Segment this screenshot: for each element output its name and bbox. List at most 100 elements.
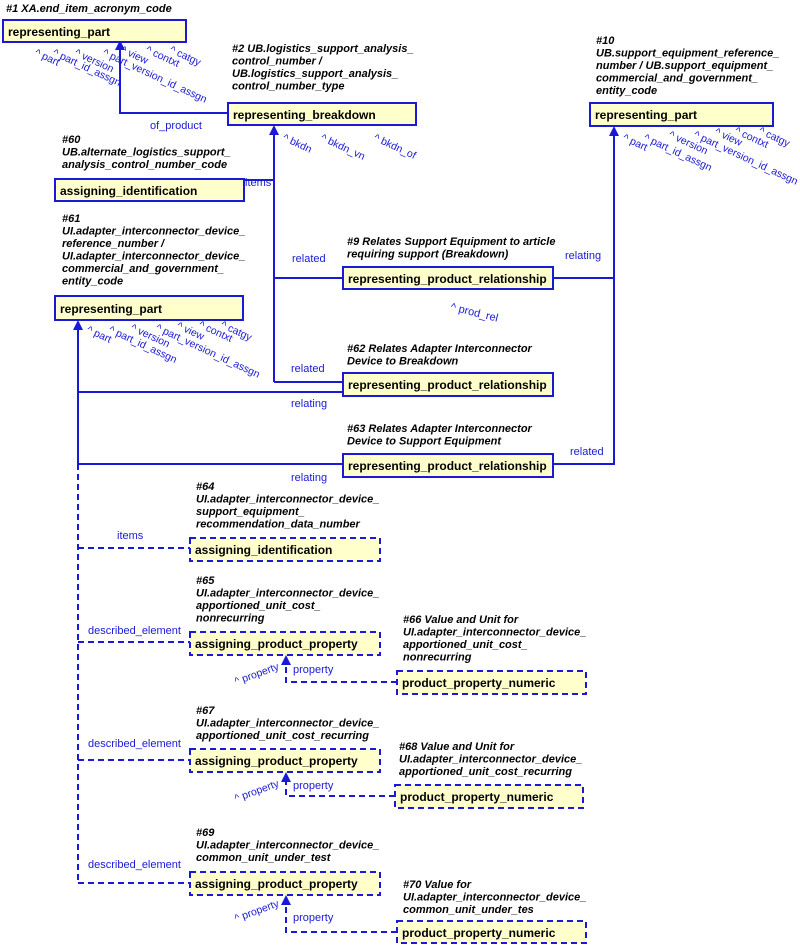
role-items-64: items [117, 530, 144, 542]
property-66-line [285, 663, 397, 683]
note-line: common_unit_under_test [196, 852, 332, 864]
entity-box-rp1[interactable]: representing_part [2, 19, 187, 43]
note-line: UI.adapter_interconnector_device_ [196, 588, 379, 600]
entity-label: assigning_product_property [195, 754, 358, 768]
role-relating-62: relating [291, 398, 327, 410]
entity-label: representing_part [8, 25, 110, 39]
entity-label: assigning_identification [60, 184, 197, 198]
entity-box-app69[interactable]: assigning_product_property [189, 871, 381, 896]
role-relating-9: relating [565, 250, 601, 262]
note-line: entity_code [596, 85, 657, 97]
note-line: commercial_and_government_ [62, 263, 224, 275]
role-items-60: items [245, 177, 272, 189]
entity-box-breakdown[interactable]: representing_breakdown [227, 102, 417, 126]
note-line: #63 Relates Adapter Interconnector [347, 423, 533, 435]
note-line: common_unit_under_tes [403, 904, 534, 916]
of-product-line [119, 48, 228, 114]
box-shape [189, 537, 381, 562]
note-line: nonrecurring [196, 613, 265, 625]
note-line: #10 [596, 35, 615, 47]
box-shape [54, 178, 245, 202]
box-shape [589, 102, 774, 127]
box-shape [189, 871, 381, 896]
entity-box-ppn68[interactable]: product_property_numeric [394, 784, 584, 809]
note-line: commercial_and_government_ [596, 73, 758, 85]
note-line: apportioned_unit_cost_ [403, 639, 528, 651]
attr-property-66: ^ property [233, 660, 281, 687]
box-shape [189, 748, 381, 773]
attr-property-70: ^ property [233, 897, 281, 924]
attr-prod-rel: ^ prod_rel [449, 301, 499, 324]
note-line: UI.adapter_interconnector_device_ [196, 718, 379, 730]
note-line: #65 [196, 575, 215, 587]
role-related-63: related [570, 446, 604, 458]
box-shape [396, 920, 587, 944]
box-shape [54, 295, 244, 321]
property-70-arrowhead [281, 895, 291, 905]
note-1: #1 XA.end_item_acronym_code [6, 3, 172, 15]
role-property-70: property [293, 912, 334, 924]
note-line: UI.adapter_interconnector_device_ [196, 494, 379, 506]
breakdown-arrowhead [269, 125, 279, 135]
entity-box-rpr63[interactable]: representing_product_relationship [342, 453, 554, 478]
note-line: #70 Value for [403, 879, 472, 891]
entity-box-rp61[interactable]: representing_part [54, 295, 244, 321]
related-63-line [553, 278, 615, 465]
property-70-line [285, 903, 397, 933]
entity-label: representing_part [595, 108, 697, 122]
rp61-arrowhead [73, 320, 83, 330]
note-line: #64 [196, 481, 214, 493]
entity-box-ai64[interactable]: assigning_identification [189, 537, 381, 562]
box-shape [342, 266, 554, 290]
entity-box-rpr9[interactable]: representing_product_relationship [342, 266, 554, 290]
notes: #1 XA.end_item_acronym_code #2 UB.logist… [6, 3, 779, 916]
note-line: support_equipment_ [196, 506, 305, 518]
role-property-66: property [293, 664, 334, 676]
note-line: #66 Value and Unit for [403, 614, 519, 626]
entity-box-ppn70[interactable]: product_property_numeric [396, 920, 587, 944]
entity-label: representing_breakdown [233, 108, 376, 122]
note-line: #62 Relates Adapter Interconnector [347, 343, 533, 355]
entity-label: product_property_numeric [402, 676, 556, 690]
note-line: UI.adapter_interconnector_device_ [403, 892, 586, 904]
note-line: #1 XA.end_item_acronym_code [6, 3, 172, 15]
entity-label: product_property_numeric [402, 926, 556, 940]
entity-label: representing_part [60, 302, 162, 316]
note-line: apportioned_unit_cost_recurring [196, 730, 369, 742]
note-line: nonrecurring [403, 652, 472, 664]
property-68-arrowhead [281, 772, 291, 782]
note-line: Device to Support Equipment [347, 436, 502, 448]
property-66-arrowhead [281, 655, 291, 665]
note-line: #2 UB.logistics_support_analysis_ [232, 43, 414, 55]
entity-label: assigning_product_property [195, 637, 358, 651]
role-described-67: described_element [88, 738, 181, 750]
entity-label: assigning_product_property [195, 877, 358, 891]
entity-box-rpr62[interactable]: representing_product_relationship [342, 372, 554, 397]
note-line: UB.support_equipment_reference_ [596, 48, 779, 60]
role-described-65: described_element [88, 625, 181, 637]
note-line: entity_code [62, 276, 123, 288]
box-shape [2, 19, 187, 43]
note-2: #2 UB.logistics_support_analysis_control… [232, 43, 414, 93]
note-line: UB.logistics_support_analysis_ [232, 68, 398, 80]
note-line: UB.alternate_logistics_support_ [62, 147, 231, 159]
attr-bkdn-of: ^ bkdn_of [372, 132, 418, 162]
role-described-69: described_element [88, 859, 181, 871]
entity-box-app65[interactable]: assigning_product_property [189, 631, 381, 656]
note-line: Device to Breakdown [347, 356, 459, 368]
entity-box-ppn66[interactable]: product_property_numeric [396, 670, 587, 695]
entity-label: representing_product_relationship [348, 272, 547, 286]
box-shape [396, 670, 587, 695]
entity-box-app67[interactable]: assigning_product_property [189, 748, 381, 773]
entity-box-ai60[interactable]: assigning_identification [54, 178, 245, 202]
entity-box-rp10[interactable]: representing_part [589, 102, 774, 127]
